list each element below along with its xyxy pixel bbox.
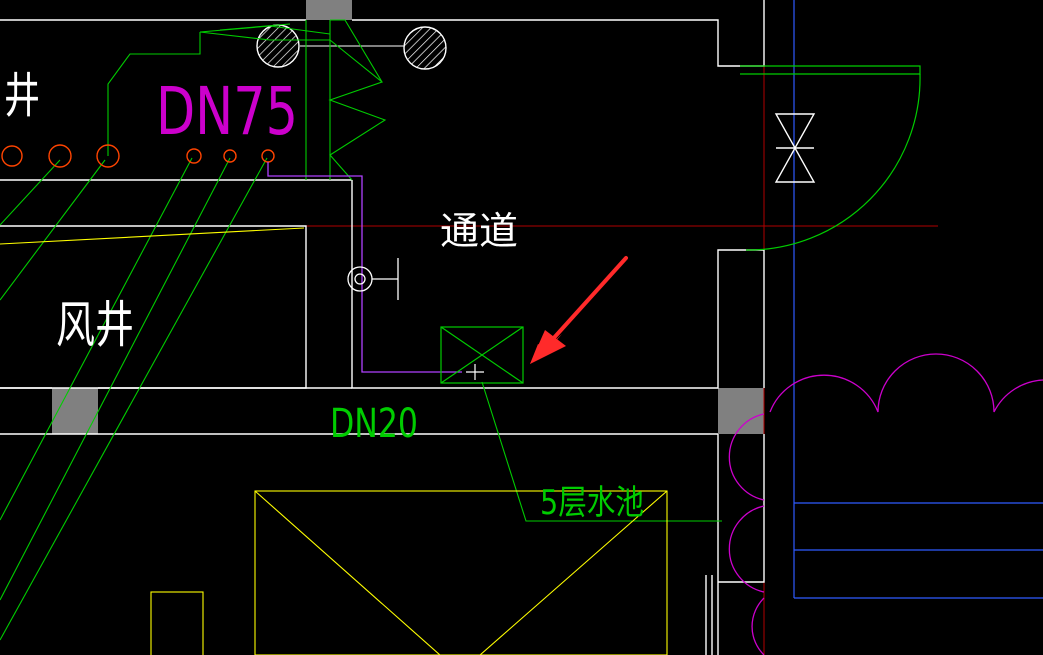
green-diag-5 [0, 159, 61, 226]
green-diag-3 [0, 157, 231, 601]
green-leader-pool [481, 381, 722, 522]
label-air-shaft: 风井 [56, 296, 134, 354]
purple-pipe-route [267, 162, 462, 373]
magenta-scallop-top [769, 353, 1043, 413]
walls [0, 0, 765, 655]
label-floor-pool: 5层水池 [540, 483, 644, 523]
magenta-scallop-left-1 [728, 413, 765, 501]
green-pipes [0, 19, 722, 641]
arrow-shaft [550, 256, 628, 342]
tank-outline [440, 326, 524, 384]
green-route-top [330, 19, 383, 83]
structural-columns [52, 0, 764, 434]
floor-drain-1 [1, 145, 23, 167]
annotation-arrow [530, 256, 628, 364]
green-diag-1 [0, 159, 106, 301]
wall-fixture [347, 258, 399, 300]
valve-upper-triangle [774, 113, 816, 150]
floor-drain-4 [186, 148, 202, 164]
column-top [306, 0, 352, 20]
purple-pipe [267, 162, 462, 373]
tank-diag-2 [440, 326, 524, 384]
magenta-scallops [728, 353, 1043, 655]
magenta-scallop-left-2 [728, 505, 765, 593]
label-corridor: 通道 [440, 209, 518, 253]
green-diag-4 [0, 157, 268, 641]
yellow-box-diag-2 [479, 490, 668, 655]
valve-lower-triangle [774, 146, 816, 183]
floor-drain-6 [261, 149, 275, 163]
wall-top [352, 0, 765, 67]
door-swing-arc [745, 73, 921, 251]
door-leaf [740, 65, 921, 75]
valve-symbol [774, 113, 816, 183]
wall-corridor-left [351, 180, 765, 389]
arrow-head-main [530, 330, 566, 364]
label-dn20: DN20 [330, 401, 418, 447]
hatched-pipe-circle-1 [256, 24, 300, 68]
green-left-route [107, 32, 201, 156]
yellow-elements [0, 227, 668, 655]
floor-drain-2 [48, 144, 72, 168]
fixture-inner-ring [354, 273, 366, 285]
floor-drains [1, 144, 275, 168]
label-dn75: DN75 [156, 73, 298, 150]
green-diag-2 [0, 157, 193, 521]
yellow-box-diag-1 [254, 490, 441, 655]
floor-drain-5 [223, 149, 237, 163]
door [740, 65, 921, 251]
green-fan-2 [199, 31, 330, 41]
yellow-box [254, 490, 668, 655]
floor-drain-3 [96, 144, 120, 168]
magenta-scallop-left-3 [751, 597, 765, 655]
water-tank [440, 326, 524, 384]
label-shaft-partial: 井 [4, 68, 40, 124]
yellow-small-box [150, 591, 204, 655]
column-left [52, 388, 98, 434]
yellow-slope-line [0, 227, 305, 245]
hatched-pipe-circle-2 [403, 26, 447, 70]
green-fan-3 [219, 23, 291, 31]
green-zigzag [328, 39, 387, 181]
wall-right-column-b [718, 434, 765, 583]
